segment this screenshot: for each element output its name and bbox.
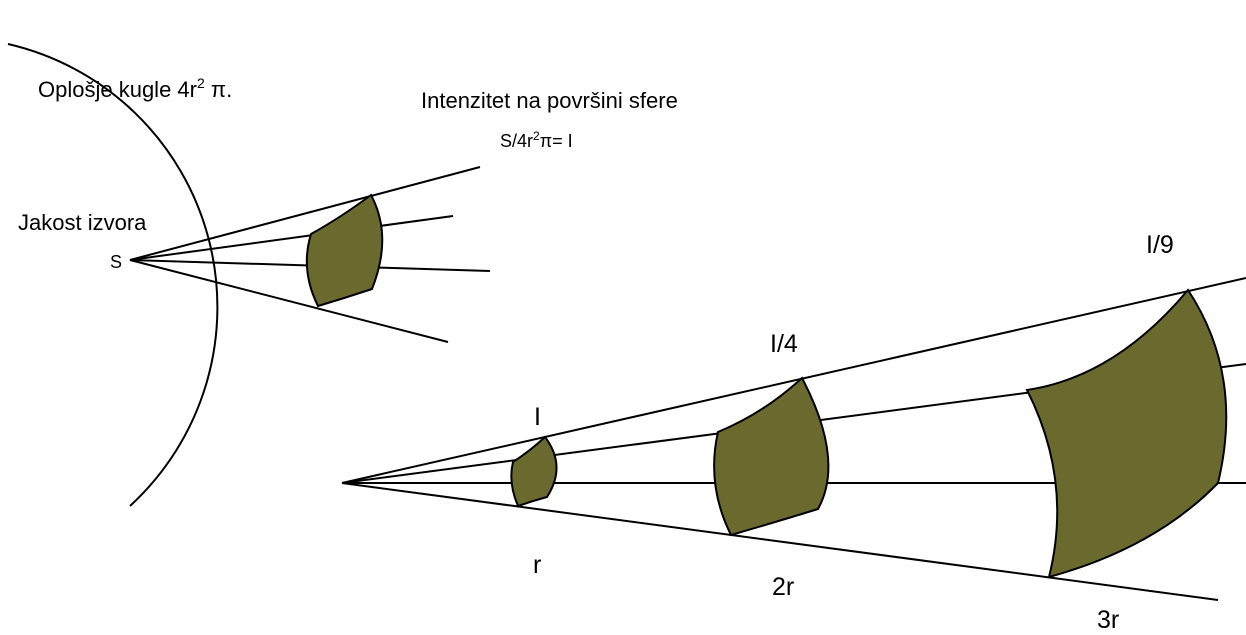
source-ray-1: [129, 166, 481, 261]
intensity-label-1: I: [534, 403, 541, 431]
distance-label-2r: 2r: [772, 573, 794, 601]
patch-r: [510, 435, 558, 508]
ray-bottom: [341, 482, 1219, 601]
distance-label-3r: 3r: [1097, 606, 1119, 634]
patch-2r: [713, 376, 830, 537]
intensity-label-4: I/4: [770, 330, 798, 358]
distance-label-r: r: [533, 551, 541, 579]
patch-3r: [1025, 288, 1228, 579]
source-ray-2: [129, 215, 454, 261]
ray-top: [341, 277, 1246, 484]
intensity-formula: S/4r2π= I: [500, 129, 573, 151]
intensity-title: Intenzitet na površini sfere: [421, 88, 678, 113]
surface-area-label: Oplošje kugle 4r2 π.: [38, 75, 232, 102]
source-label: S: [110, 252, 122, 272]
source-strength-label: Jakost izvora: [18, 210, 147, 235]
source-rays-group: [129, 166, 491, 343]
source-ray-4: [129, 259, 449, 343]
intensity-label-9: I/9: [1146, 231, 1174, 259]
sphere-patch: [305, 193, 384, 308]
